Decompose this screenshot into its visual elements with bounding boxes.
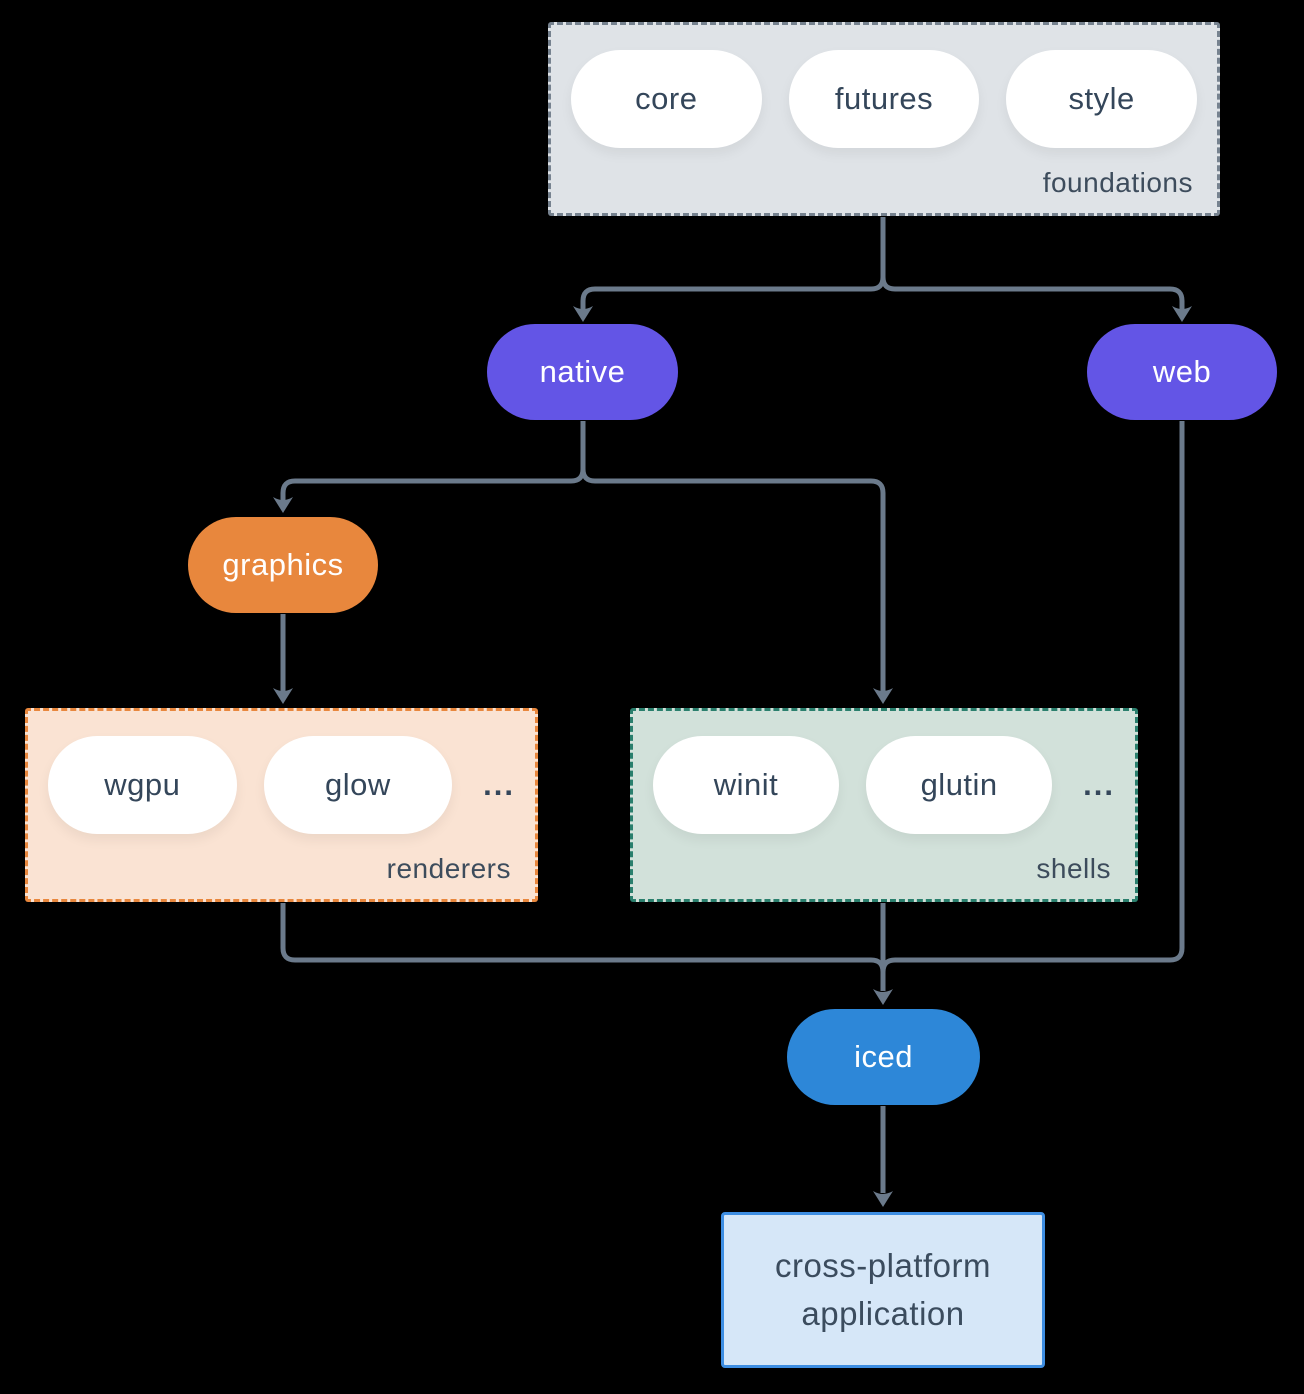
arrowhead-graphics bbox=[273, 497, 293, 513]
renderers-group: wgpu glow ... renderers bbox=[25, 708, 538, 902]
foundations-label: foundations bbox=[1042, 167, 1193, 198]
arrowhead-shells bbox=[873, 688, 893, 704]
node-iced: iced bbox=[787, 1009, 980, 1105]
cross-platform-application-box: cross-platform application bbox=[721, 1212, 1045, 1368]
shells-pill-row: winit glutin ... bbox=[633, 711, 1135, 834]
node-core: core bbox=[571, 50, 762, 148]
edge-foundations-native bbox=[580, 276, 886, 309]
application-line1: cross-platform bbox=[774, 1247, 992, 1285]
edge-native-shells bbox=[580, 468, 886, 691]
arrowhead-iced bbox=[873, 989, 893, 1005]
arrowhead-native bbox=[573, 306, 593, 322]
renderers-label: renderers bbox=[386, 853, 511, 884]
application-line2: application bbox=[801, 1295, 965, 1332]
renderers-pill-row: wgpu glow ... bbox=[28, 711, 535, 834]
node-futures: futures bbox=[788, 50, 980, 148]
arrowhead-renderers bbox=[273, 688, 293, 704]
edge-foundations-web bbox=[880, 276, 1185, 309]
shells-group: winit glutin ... shells bbox=[630, 708, 1138, 902]
node-wgpu: wgpu bbox=[48, 736, 237, 834]
foundations-pill-row: core futures style bbox=[551, 25, 1217, 148]
shells-label: shells bbox=[1036, 853, 1111, 884]
shells-ellipsis: ... bbox=[1083, 767, 1115, 802]
node-style: style bbox=[1006, 50, 1198, 148]
arrowhead-web bbox=[1172, 306, 1192, 322]
node-winit: winit bbox=[653, 736, 840, 834]
node-glutin: glutin bbox=[866, 736, 1053, 834]
node-web: web bbox=[1087, 324, 1277, 420]
node-glow: glow bbox=[263, 736, 453, 834]
edge-native-graphics bbox=[280, 468, 586, 500]
renderers-ellipsis: ... bbox=[483, 767, 515, 802]
foundations-group: core futures style foundations bbox=[548, 22, 1220, 216]
node-graphics: graphics bbox=[188, 517, 378, 613]
arrowhead-application bbox=[873, 1191, 893, 1207]
node-native: native bbox=[487, 324, 678, 420]
edge-renderers-merge bbox=[280, 903, 886, 973]
